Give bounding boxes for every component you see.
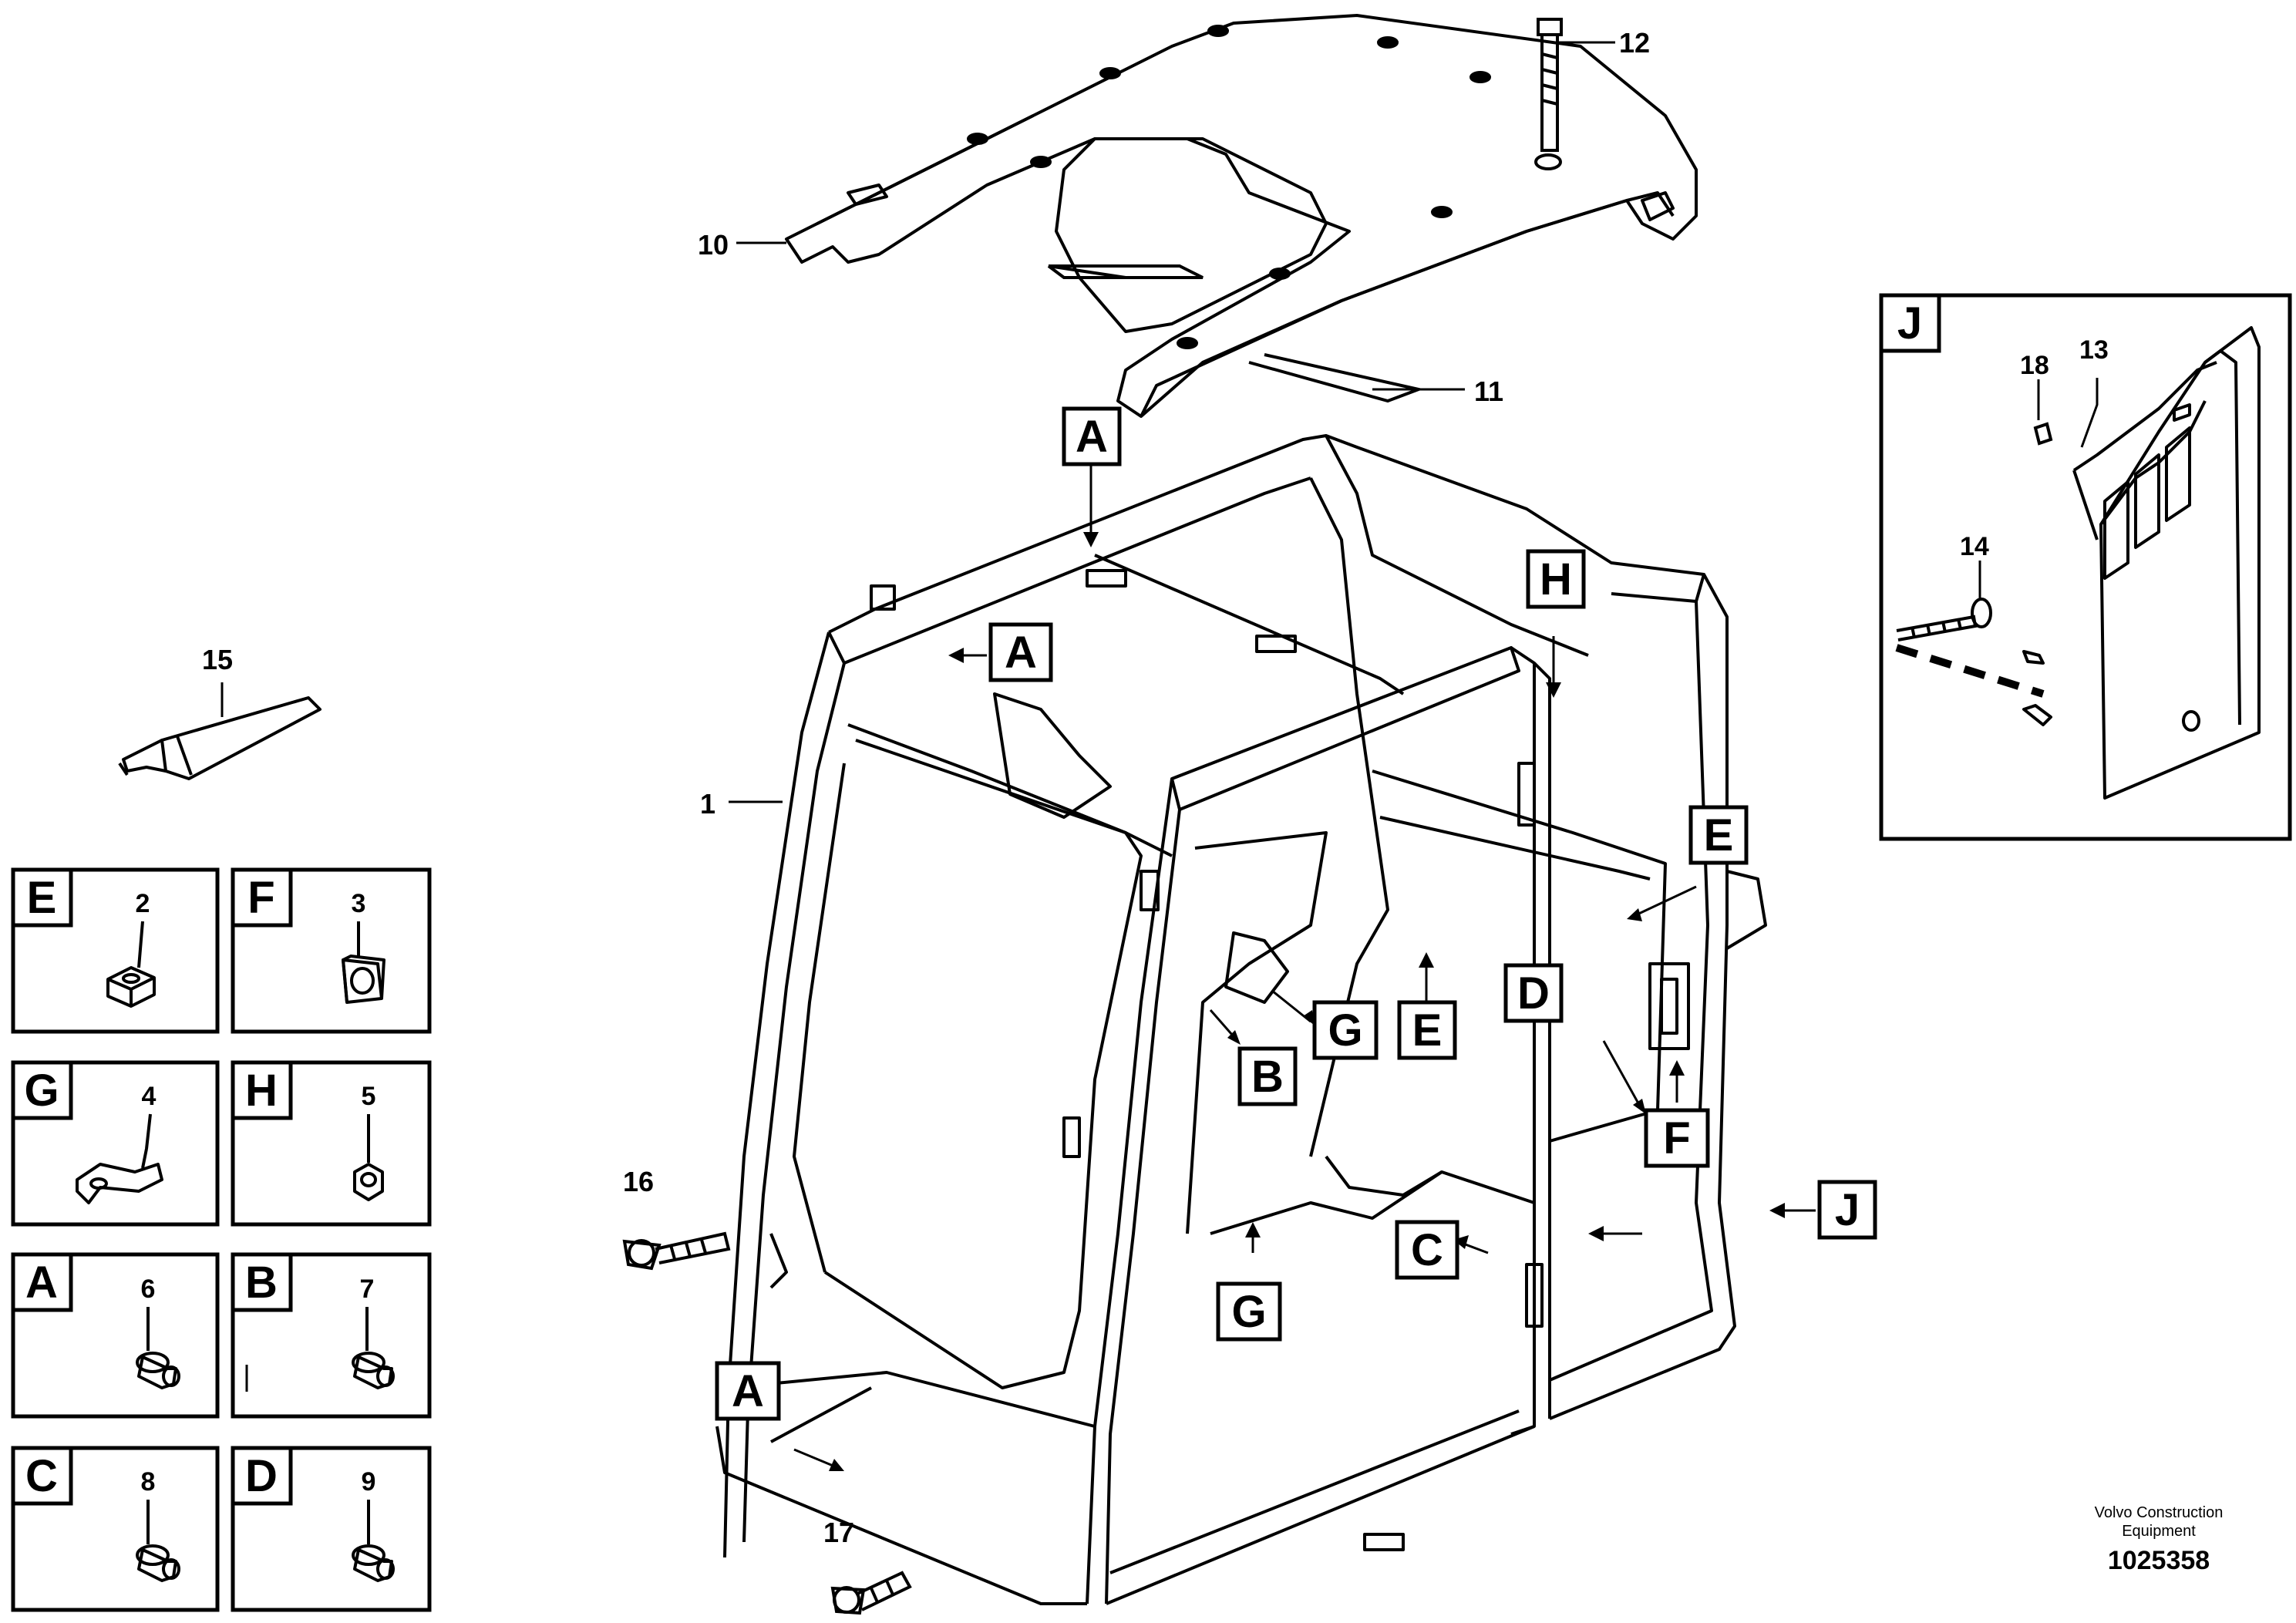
detail-letter-boxes: A A A H E D G E xyxy=(715,406,1877,1421)
legend-labels: E 2 F 3 G 4 H 5 A 6 B 7 C 8 D 9 xyxy=(24,873,375,1501)
rear-panel xyxy=(2022,326,2261,800)
rivet-nut-icon-7 xyxy=(352,1307,395,1389)
clip-plate-icon xyxy=(76,1113,163,1204)
legend-part-6: 6 xyxy=(141,1274,156,1304)
legend-box-e xyxy=(11,867,220,1034)
callout-17: 17 xyxy=(823,1517,854,1548)
detail-box-j: J xyxy=(1817,1180,1877,1240)
roof-bolt-12 xyxy=(1537,18,1563,152)
detail-box-h: H xyxy=(1526,549,1586,609)
callout-1: 1 xyxy=(700,788,715,820)
legend-letter-e: E xyxy=(27,873,57,923)
callout-11: 11 xyxy=(1474,375,1503,407)
inset-j-letter: J xyxy=(1897,298,1922,349)
rivet-nut-icon-8 xyxy=(136,1500,180,1582)
leader-lines xyxy=(221,41,1816,1470)
pin-18-icon xyxy=(2033,422,2053,446)
square-nut-icon xyxy=(106,921,156,1008)
legend-letter-d: D xyxy=(245,1451,278,1501)
legend-letter-b: B xyxy=(245,1258,278,1308)
svg-text:F: F xyxy=(1663,1113,1690,1163)
svg-text:G: G xyxy=(1231,1287,1266,1337)
rivet-nut-icon-6 xyxy=(136,1307,180,1389)
detail-box-g-upper: G xyxy=(1312,1000,1379,1060)
legend-box-c xyxy=(11,1446,220,1612)
legend-letter-c: C xyxy=(25,1451,58,1501)
bolt-16 xyxy=(622,1231,731,1271)
callout-16: 16 xyxy=(623,1166,654,1197)
detail-box-a-top: A xyxy=(1062,406,1122,466)
detail-box-b: B xyxy=(1237,1046,1298,1106)
legend-letter-a: A xyxy=(25,1258,58,1308)
assembly-path xyxy=(1895,644,2045,698)
legend-part-4: 4 xyxy=(142,1082,157,1111)
inset-callout-14: 14 xyxy=(1960,532,1989,561)
svg-text:H: H xyxy=(1540,554,1572,604)
rivet-nut-icon-9 xyxy=(352,1500,395,1582)
bolt-17 xyxy=(830,1571,912,1615)
legend-box-d xyxy=(231,1446,432,1612)
detail-box-e-right: E xyxy=(1688,805,1749,865)
legend-box-g xyxy=(11,1060,220,1227)
legend-box-a xyxy=(11,1252,220,1419)
legend-letter-f: F xyxy=(247,873,274,923)
legend-part-2: 2 xyxy=(136,889,150,918)
legend-part-icons xyxy=(76,921,395,1582)
detail-box-e-center: E xyxy=(1397,1000,1457,1060)
callout-15: 15 xyxy=(202,644,233,675)
svg-text:J: J xyxy=(1835,1185,1860,1235)
legend-box-h xyxy=(231,1060,432,1227)
legend-part-9: 9 xyxy=(362,1467,376,1497)
sealant-tube xyxy=(118,696,322,780)
inset-callout-18: 18 xyxy=(2020,351,2049,380)
detail-box-c: C xyxy=(1395,1220,1459,1280)
screw-14-icon xyxy=(1896,598,1992,641)
inset-callout-13: 13 xyxy=(2079,335,2109,365)
svg-text:C: C xyxy=(1411,1225,1443,1275)
svg-text:A: A xyxy=(1076,412,1108,462)
footer: Volvo Construction Equipment 1025358 xyxy=(2095,1504,2224,1575)
legend-part-5: 5 xyxy=(362,1082,376,1111)
detail-box-d: D xyxy=(1503,963,1564,1023)
legend-part-8: 8 xyxy=(141,1467,156,1497)
cab-frame xyxy=(715,434,1767,1605)
arrowheads xyxy=(829,532,1785,1471)
inset-j: J 18 13 14 xyxy=(1879,293,2292,841)
legend-box-f xyxy=(231,867,432,1034)
detail-box-a-left: A xyxy=(988,622,1053,682)
hex-nut-icon xyxy=(353,1114,384,1201)
svg-text:A: A xyxy=(732,1366,764,1416)
legend-boxes xyxy=(11,867,432,1612)
detail-box-g-lower: G xyxy=(1216,1281,1282,1342)
svg-text:E: E xyxy=(1412,1005,1443,1056)
roof-panel xyxy=(785,14,1698,418)
legend-part-3: 3 xyxy=(352,889,366,918)
legend-box-b xyxy=(231,1252,432,1419)
svg-text:E: E xyxy=(1704,810,1734,860)
legend-letter-h: H xyxy=(245,1066,278,1116)
brand-line-2: Equipment xyxy=(2122,1523,2196,1540)
legend-letter-g: G xyxy=(24,1066,59,1116)
svg-text:D: D xyxy=(1517,968,1550,1019)
cage-nut-icon xyxy=(342,921,385,1004)
drawing-number: 1025358 xyxy=(2108,1546,2210,1575)
callout-10: 10 xyxy=(698,229,729,261)
svg-text:G: G xyxy=(1328,1005,1362,1056)
callout-12: 12 xyxy=(1619,27,1650,59)
main-callouts: 10 11 12 1 15 16 17 xyxy=(202,27,1650,1548)
detail-box-f: F xyxy=(1644,1108,1710,1168)
detail-box-a-bottom: A xyxy=(715,1361,781,1421)
svg-text:A: A xyxy=(1005,628,1037,678)
insulation-strip xyxy=(1047,264,1424,403)
legend-part-7: 7 xyxy=(360,1274,375,1304)
brand-line-1: Volvo Construction xyxy=(2095,1504,2224,1521)
svg-text:B: B xyxy=(1251,1052,1284,1102)
